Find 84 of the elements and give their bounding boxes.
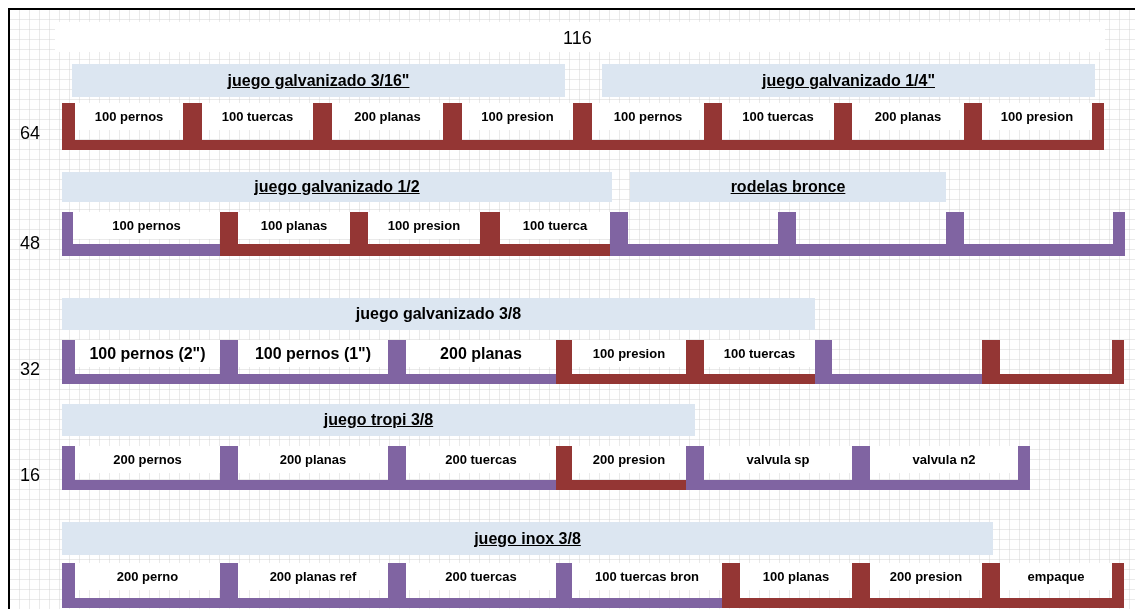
slot-label: 200 planas	[332, 103, 443, 130]
slot-label: 100 planas	[238, 212, 350, 239]
slot-label: 200 tuercas	[406, 563, 556, 590]
header-band	[602, 64, 1095, 97]
bin-slot	[183, 103, 313, 150]
width-label: 116	[563, 28, 592, 49]
bin-slot	[834, 103, 964, 150]
bin-slot	[313, 103, 443, 150]
bin-slot	[388, 340, 556, 384]
slot-label: 100 pernos (1")	[238, 340, 388, 367]
bin-slot	[722, 563, 852, 608]
bin-slot	[62, 212, 220, 256]
header-band	[72, 64, 565, 97]
header-title: juego galvanizado 1/4"	[762, 71, 935, 90]
slot-label: valvula n2	[870, 446, 1018, 473]
bin-slot	[982, 563, 1124, 608]
bin-slot	[388, 446, 556, 490]
header-title: juego galvanizado 3/16"	[227, 71, 410, 90]
bin-slot	[556, 340, 686, 384]
slot-label: 200 planas	[406, 340, 556, 367]
slot-label: 200 presion	[870, 563, 982, 590]
bin-slot	[964, 103, 1104, 150]
empty-bin-slot	[815, 340, 982, 384]
bin-slot	[686, 446, 852, 490]
empty-bin-slot	[778, 212, 946, 256]
bin-slot	[220, 446, 388, 490]
slot-label: 100 tuercas bron	[572, 563, 722, 590]
slot-label: 200 presion	[572, 446, 686, 473]
bin-slot	[480, 212, 610, 256]
empty-bin-slot	[610, 212, 778, 256]
slot-label: 200 tuercas	[406, 446, 556, 473]
slot-label: empaque	[1000, 563, 1112, 590]
bin-slot	[62, 103, 183, 150]
bin-slot	[852, 446, 1030, 490]
bin-slot	[556, 446, 686, 490]
height-label: 64	[20, 123, 41, 144]
header-title: juego inox 3/8	[474, 529, 581, 548]
bin-slot	[573, 103, 704, 150]
slot-label: valvula sp	[704, 446, 852, 473]
slot-label: 100 tuercas	[722, 103, 834, 130]
height-label: 16	[20, 465, 41, 486]
slot-label: 100 tuercas	[704, 340, 815, 367]
slot-label: 200 perno	[75, 563, 220, 590]
header-band	[62, 522, 993, 555]
header-band	[62, 298, 815, 330]
slot-label: 100 tuerca	[500, 212, 610, 239]
slot-label: 100 pernos (2")	[75, 340, 220, 367]
height-label: 48	[20, 233, 41, 254]
header-title: juego galvanizado 3/8	[355, 305, 522, 323]
bin-slot	[62, 446, 220, 490]
bin-slot	[62, 563, 220, 608]
bin-slot	[443, 103, 573, 150]
bin-slot	[62, 340, 220, 384]
slot-label: 200 planas	[852, 103, 964, 130]
slot-label: 100 presion	[462, 103, 573, 130]
bin-slot	[350, 212, 480, 256]
bin-slot	[704, 103, 834, 150]
slot-label: 100 presion	[368, 212, 480, 239]
bin-slot	[220, 340, 388, 384]
slot-label: 200 planas ref	[238, 563, 388, 590]
slot-label: 100 pernos	[75, 103, 183, 130]
height-label: 32	[20, 359, 41, 380]
header-title: juego galvanizado 1/2	[254, 178, 420, 196]
slot-label: 200 pernos	[75, 446, 220, 473]
slot-label: 100 pernos	[73, 212, 220, 239]
header-band	[62, 404, 695, 436]
slot-label: 100 pernos	[592, 103, 704, 130]
bin-slot	[852, 563, 982, 608]
bin-slot	[220, 563, 388, 608]
slot-label: 200 planas	[238, 446, 388, 473]
bin-slot	[556, 563, 722, 608]
header-band	[62, 172, 612, 202]
empty-bin-slot	[946, 212, 1125, 256]
bin-slot	[220, 212, 350, 256]
slot-label: 100 tuercas	[202, 103, 313, 130]
bin-slot	[686, 340, 815, 384]
slot-label: 100 presion	[982, 103, 1092, 130]
header-title: juego tropi 3/8	[323, 411, 434, 429]
header-band	[630, 172, 946, 202]
slot-label: 100 planas	[740, 563, 852, 590]
slot-label: 100 presion	[572, 340, 686, 367]
header-title: rodelas bronce	[730, 178, 846, 196]
empty-bin-slot	[982, 340, 1124, 384]
bin-slot	[388, 563, 556, 608]
